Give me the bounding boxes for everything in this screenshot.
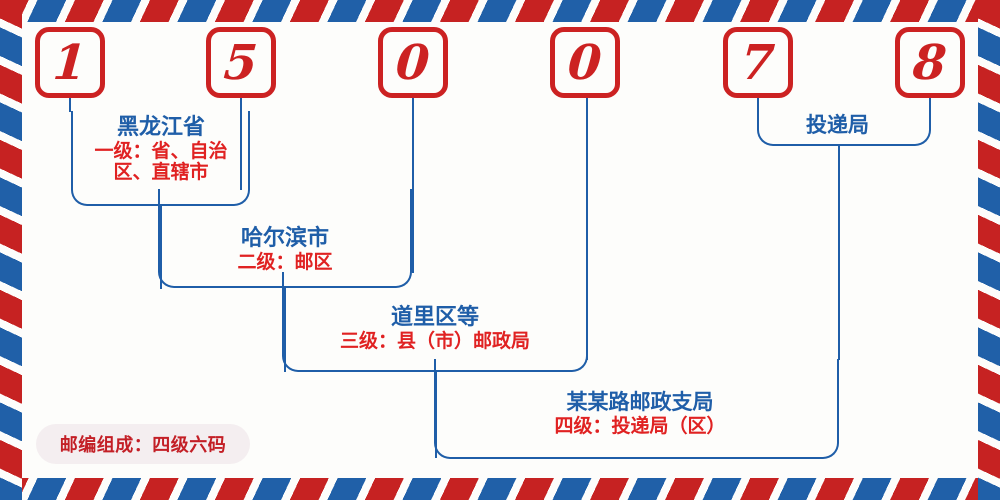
delivery-office-label: 投递局	[806, 112, 869, 137]
level-1-subtitle: 一级：省、自治区、直辖市	[94, 140, 228, 183]
postcode-digit-4: 0	[566, 34, 604, 91]
envelope-inner-area	[22, 22, 978, 478]
postcode-digit-box-5[interactable]: 7	[723, 27, 793, 98]
connector-digit1-down	[69, 98, 71, 112]
connector-digit2-down	[240, 98, 242, 190]
postcode-digit-box-4[interactable]: 0	[550, 27, 620, 98]
level-2-subtitle: 二级：邮区	[237, 251, 333, 273]
level-1-label-group: 黑龙江省 一级：省、自治区、直辖市	[81, 115, 241, 183]
postcode-composition-badge-text: 邮编组成：四级六码	[59, 435, 227, 456]
postcode-digit-5: 7	[739, 34, 777, 91]
level-4-label-group: 某某路邮政支局 四级：投递局（区）	[490, 390, 790, 437]
postcode-digit-1: 1	[51, 34, 89, 91]
postcode-digit-box-6[interactable]: 8	[895, 27, 965, 98]
level-4-subtitle: 四级：投递局（区）	[554, 415, 726, 437]
level-3-title: 道里区等	[390, 304, 479, 330]
connector-digit5-down	[757, 98, 759, 112]
level-2-label-group: 哈尔滨市 二级：邮区	[180, 226, 390, 273]
connector-delivery-stem	[838, 145, 840, 360]
connector-level1-stem	[160, 205, 162, 289]
postcode-composition-badge: 邮编组成：四级六码	[36, 424, 250, 464]
level-3-label-group: 道里区等 三级：县（市）邮政局	[310, 305, 560, 352]
connector-digit6-down	[929, 98, 931, 112]
level-2-title: 哈尔滨市	[240, 225, 329, 251]
level-1-title: 黑龙江省	[116, 114, 205, 140]
connector-level2-stem	[284, 288, 286, 372]
postcode-digit-box-3[interactable]: 0	[378, 27, 448, 98]
connector-digit4-down	[586, 98, 588, 360]
postcode-digit-3: 0	[394, 34, 432, 91]
connector-digit3-down	[412, 98, 414, 273]
connector-level3-stem	[435, 372, 437, 458]
postcode-digit-2: 5	[222, 34, 260, 91]
level-4-title: 某某路邮政支局	[566, 389, 714, 414]
postcode-digit-6: 8	[911, 34, 949, 91]
level-3-subtitle: 三级：县（市）邮政局	[339, 330, 530, 352]
postcode-digit-box-2[interactable]: 5	[206, 27, 276, 98]
postcode-digit-box-1[interactable]: 1	[35, 27, 105, 98]
